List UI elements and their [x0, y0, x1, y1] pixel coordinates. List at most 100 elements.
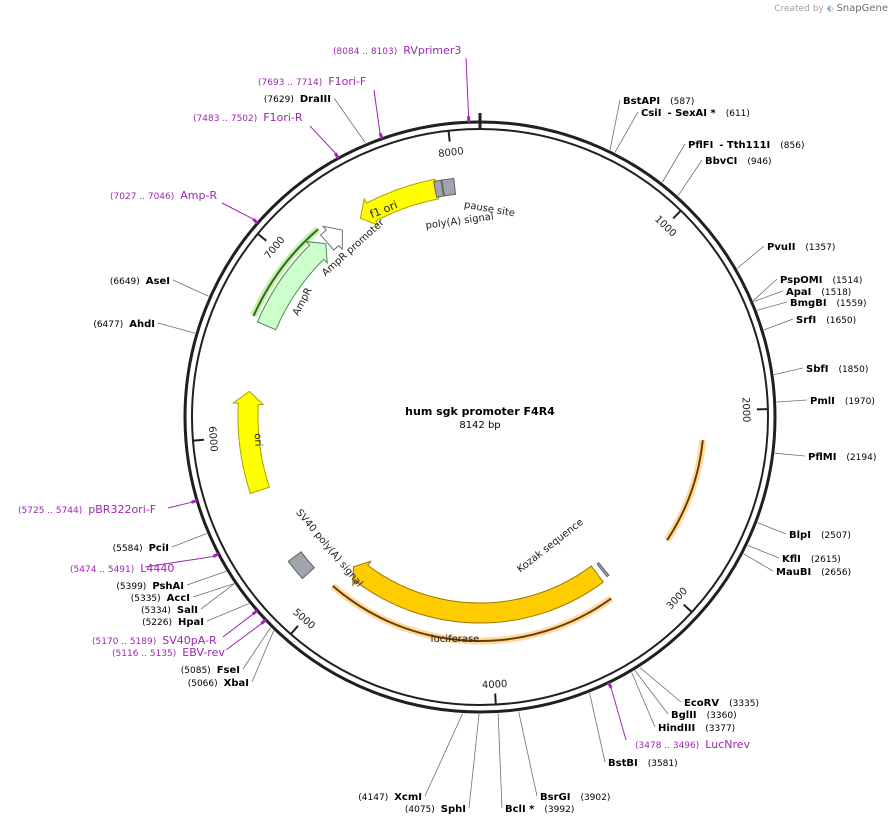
enzyme-label: PvuII(1357): [767, 242, 835, 253]
primer-site-mark: [190, 499, 198, 504]
enzyme-name: PshAI: [152, 581, 184, 592]
enzyme-leader-line: [589, 692, 606, 763]
enzyme-label: PflFI- Tth111I(856): [688, 140, 804, 151]
enzyme-leader-line: [639, 667, 682, 703]
feature-sv40-poly-a-signal: [287, 551, 316, 580]
enzyme-coord: (611): [726, 109, 750, 119]
enzyme-name: FseI: [217, 665, 240, 676]
primer-leader-line: [465, 57, 470, 117]
enzyme-label: CsiI- SexAI *(611): [641, 108, 750, 119]
enzyme-label: (5584) PciI: [113, 543, 169, 554]
enzyme-label: SrfI(1650): [796, 315, 856, 326]
enzyme-coord: (1357): [805, 243, 835, 253]
feature-label-poly-a-signal-group: poly(A) signal: [425, 211, 494, 231]
enzyme-leader-line: [773, 367, 804, 375]
primer-site-mark: [260, 618, 267, 625]
primer-label: (5170 .. 5189)SV40pA-R: [92, 634, 217, 647]
enzyme-leader-line: [172, 279, 209, 297]
enzyme-name: SrfI: [796, 315, 816, 326]
primer-label: (5725 .. 5744)pBR322ori-F: [18, 503, 156, 516]
scale-tick-label-group: 2000: [740, 397, 752, 423]
scale-tick: [672, 209, 682, 220]
enzyme-coord: (1559): [837, 299, 867, 309]
enzyme-label: BclI *(3992): [505, 804, 574, 815]
enzyme-leader-line: [763, 318, 794, 331]
enzyme-name: SphI: [441, 804, 466, 815]
enzyme-coord: (6477): [93, 320, 123, 330]
feature-label-ampr-promoter-group: AmpR promoter: [320, 217, 387, 279]
enzyme-leader-line: [753, 290, 784, 302]
enzyme-coord: (5085): [181, 666, 211, 676]
enzyme-name: KflI: [782, 554, 801, 565]
enzyme-name: BclI *: [505, 804, 535, 815]
enzyme-label: (7629)DraIII: [264, 94, 331, 105]
primer-range: (7027 .. 7046): [110, 192, 174, 202]
enzyme-name: PspOMI: [780, 275, 822, 286]
primer-site-mark: [607, 681, 613, 689]
primer-range: (5725 .. 5744): [18, 506, 82, 516]
scale-tick: [683, 603, 693, 613]
scale-tick: [290, 625, 299, 635]
primer-leader-line: [309, 125, 336, 154]
enzyme-label: BstAPI(587): [623, 96, 694, 107]
enzyme-name: BstBI: [608, 758, 638, 769]
enzyme-leader-line: [497, 713, 503, 809]
enzyme-leader-line: [736, 245, 765, 269]
primer-name: SV40pA-R: [162, 634, 217, 647]
enzyme-name: DraIII: [300, 94, 331, 105]
enzyme-coord: (5335): [131, 594, 161, 604]
enzyme-coord: (5584): [113, 544, 143, 554]
feature-luciferase: [352, 560, 604, 624]
feature-label-luciferase-group: luciferase: [431, 634, 480, 645]
enzyme-coord: (1518): [821, 288, 851, 298]
scale-tick: [192, 438, 205, 442]
primer-range: (5116 .. 5135): [112, 649, 176, 659]
primer-name: RVprimer3: [403, 44, 461, 57]
enzyme-label: (5226)HpaI: [142, 617, 204, 628]
scale-tick-label: 7000: [263, 235, 288, 262]
feature-ampr-promoter: [319, 225, 344, 251]
scale-tick: [494, 693, 497, 705]
enzyme-label: (5335)AccI: [131, 593, 190, 604]
enzyme-leader-line: [776, 399, 808, 403]
highlight-region-line: [666, 440, 704, 541]
primer-label: (5116 .. 5135) EBV-rev: [112, 646, 225, 659]
enzyme-leader-line: [634, 670, 669, 715]
enzyme-name: PciI: [149, 543, 169, 554]
enzyme-name: BbvCI: [705, 156, 737, 167]
enzyme-name: BglII: [671, 710, 697, 721]
enzyme-label: (6649)AseI: [110, 276, 170, 287]
enzyme-coord: (2656): [821, 568, 851, 578]
enzyme-name: XcmI: [394, 792, 422, 803]
enzyme-leader-line: [661, 143, 686, 183]
enzyme-label: (4075) SphI: [405, 804, 466, 815]
enzyme-coord: (4075): [405, 805, 435, 815]
enzyme-leader-line: [251, 630, 275, 683]
primer-site-mark: [251, 609, 259, 616]
enzyme-coord: (2615): [811, 555, 841, 565]
primer-site-mark: [378, 132, 384, 140]
primer-label: (8084 .. 8103)RVprimer3: [333, 44, 461, 57]
enzyme-name: SalI: [177, 605, 198, 616]
enzyme-leader-line: [631, 672, 656, 728]
enzyme-leader-line: [756, 301, 788, 311]
enzyme-name: BsrGI: [540, 792, 570, 803]
enzyme-label: BbvCI (946): [705, 156, 772, 167]
enzyme-name: AhdI: [129, 319, 155, 330]
enzyme-leader-line: [192, 583, 235, 598]
primer-name: EBV-rev: [182, 646, 225, 659]
enzyme-leader-line: [743, 553, 774, 572]
scale-tick-label: 5000: [290, 607, 316, 632]
plasmid-name: hum sgk promoter F4R4: [405, 405, 555, 418]
enzyme-coord: (5334): [141, 606, 171, 616]
scale-tick-label: 2000: [740, 397, 752, 423]
feature-label-poly-a-signal: poly(A) signal: [425, 211, 494, 231]
enzyme-leader-line: [157, 322, 196, 334]
enzyme-coord: (1970): [845, 397, 875, 407]
enzyme-leader-line: [518, 711, 538, 797]
primer-label: (7693 .. 7714)F1ori-F: [258, 75, 366, 88]
primer-range: (3478 .. 3496): [635, 741, 699, 751]
primer-site-mark: [333, 152, 340, 160]
enzyme-suffix: - SexAI *: [667, 108, 716, 119]
enzyme-coord: (946): [747, 157, 771, 167]
